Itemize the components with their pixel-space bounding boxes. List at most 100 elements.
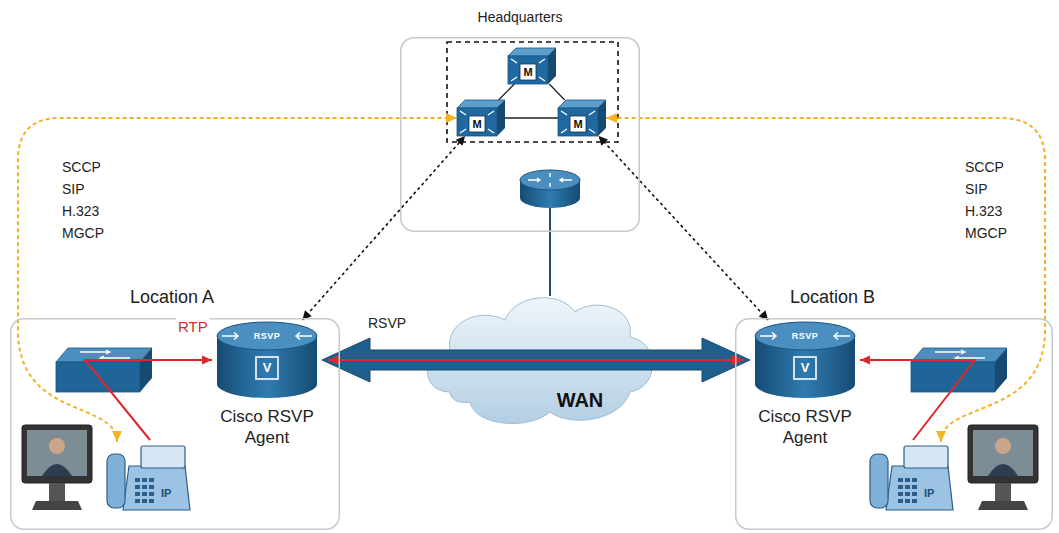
call-manager-icon bbox=[558, 100, 606, 108]
call-manager-icon bbox=[457, 100, 505, 108]
connector-line bbox=[599, 136, 769, 320]
protocol-name: H.323 bbox=[62, 202, 99, 220]
ip-phone-icon bbox=[142, 485, 147, 489]
site-region: Location ARSVPVCisco RSVP AgentIP bbox=[10, 318, 340, 530]
region-heading: Location A bbox=[130, 288, 214, 308]
phone-tag: IP bbox=[161, 486, 171, 500]
protocol-name: H.323 bbox=[965, 202, 1002, 220]
rsvp-agent: RSVPVCisco RSVP Agent bbox=[212, 320, 322, 400]
video-endpoint bbox=[973, 430, 1033, 476]
media-line bbox=[328, 359, 744, 361]
ip-phone-icon bbox=[912, 485, 917, 489]
lan-switch bbox=[911, 348, 1007, 392]
connector-line bbox=[302, 136, 465, 320]
arrow-head bbox=[302, 310, 311, 320]
connector-line bbox=[499, 84, 515, 100]
ip-phone-icon bbox=[905, 478, 910, 482]
arrow-head bbox=[456, 136, 465, 146]
call-manager-icon bbox=[511, 59, 545, 81]
lan-switch bbox=[80, 350, 130, 360]
ip-phone-icon bbox=[912, 499, 917, 503]
cluster-link bbox=[549, 84, 564, 100]
ip-phone-icon bbox=[135, 492, 140, 496]
arrow-head bbox=[606, 113, 617, 123]
rsvp-agent: RSVPVCisco RSVP Agent bbox=[750, 320, 860, 400]
signaling-link bbox=[302, 136, 465, 320]
ip-phone-icon bbox=[142, 499, 147, 503]
connector-line bbox=[860, 360, 975, 440]
call-manager-icon bbox=[508, 48, 556, 56]
ip-phone-icon bbox=[149, 478, 154, 482]
network-name: WAN bbox=[420, 388, 740, 412]
link-label: RTP bbox=[176, 318, 210, 336]
video-endpoint bbox=[978, 501, 1028, 510]
call-control-path bbox=[18, 113, 457, 442]
cloud-shape bbox=[428, 298, 653, 424]
video-endpoint bbox=[995, 438, 1011, 454]
server-letter: M bbox=[570, 116, 586, 132]
video-endpoint bbox=[49, 438, 65, 454]
call-manager: M bbox=[457, 100, 505, 136]
ip-phone-icon bbox=[135, 499, 140, 503]
video-endpoint bbox=[988, 464, 1018, 476]
call-manager-icon bbox=[570, 116, 586, 132]
lan-switch bbox=[56, 348, 152, 392]
video-endpoint bbox=[968, 425, 1038, 510]
connector-line bbox=[85, 360, 212, 440]
call-manager: M bbox=[558, 100, 606, 136]
protocol-name: SIP bbox=[965, 180, 988, 198]
phone-tag: IP bbox=[924, 486, 934, 500]
router-tag: V bbox=[794, 357, 816, 379]
arrow-head bbox=[759, 310, 768, 320]
protocol-name: MGCP bbox=[965, 224, 1007, 242]
video-endpoint bbox=[42, 464, 72, 476]
site-region: Location BRSVPVCisco RSVP AgentIP bbox=[735, 318, 1053, 530]
arrow-head bbox=[860, 356, 870, 365]
call-manager-icon bbox=[508, 56, 548, 84]
ip-phone-icon bbox=[870, 454, 888, 508]
ip-phone-icon bbox=[912, 478, 917, 482]
cluster-link bbox=[505, 118, 558, 119]
ip-phone: IP bbox=[105, 440, 190, 512]
arrow-head bbox=[732, 355, 744, 365]
cloud-shape bbox=[420, 282, 660, 432]
link-label: RSVP bbox=[366, 314, 408, 332]
device-caption: Cisco RSVP Agent bbox=[200, 406, 334, 449]
ip-phone-icon bbox=[886, 466, 953, 510]
ip-phone-icon bbox=[107, 454, 125, 508]
protocol-name: SIP bbox=[62, 180, 85, 198]
call-manager-icon bbox=[469, 116, 485, 132]
arrow-head bbox=[202, 356, 212, 365]
lan-switch bbox=[140, 348, 152, 392]
ip-phone-icon bbox=[123, 466, 190, 510]
protocol-name: MGCP bbox=[62, 224, 104, 242]
ip-phone-icon bbox=[898, 478, 903, 482]
ip-phone-icon bbox=[904, 446, 948, 468]
region-heading: Headquarters bbox=[400, 10, 640, 25]
ip-phone-icon bbox=[898, 492, 903, 496]
arrow-head bbox=[328, 355, 340, 365]
server-letter: M bbox=[520, 64, 536, 80]
router-tag: RSVP bbox=[212, 330, 322, 342]
ip-phone-icon bbox=[142, 492, 147, 496]
ip-phone-icon bbox=[905, 485, 910, 489]
call-manager-icon bbox=[497, 100, 505, 136]
ip-phone-icon bbox=[149, 492, 154, 496]
ip-phone-icon bbox=[912, 492, 917, 496]
ip-phone: IP bbox=[868, 440, 953, 512]
video-endpoint bbox=[22, 425, 92, 483]
ip-phone-icon bbox=[149, 485, 154, 489]
rtp-stream bbox=[85, 356, 212, 441]
call-manager-icon bbox=[561, 111, 595, 133]
hq-router bbox=[528, 173, 572, 187]
ip-phone-icon bbox=[905, 499, 910, 503]
router-icon bbox=[256, 357, 278, 379]
router-icon bbox=[794, 357, 816, 379]
call-manager-icon bbox=[598, 100, 606, 136]
video-endpoint bbox=[32, 501, 82, 510]
site-region: HeadquartersMMM bbox=[400, 37, 640, 232]
server-letter: M bbox=[469, 116, 485, 132]
region-heading: Location B bbox=[790, 288, 875, 308]
connector-line bbox=[505, 117, 558, 118]
video-endpoint bbox=[995, 483, 1011, 501]
